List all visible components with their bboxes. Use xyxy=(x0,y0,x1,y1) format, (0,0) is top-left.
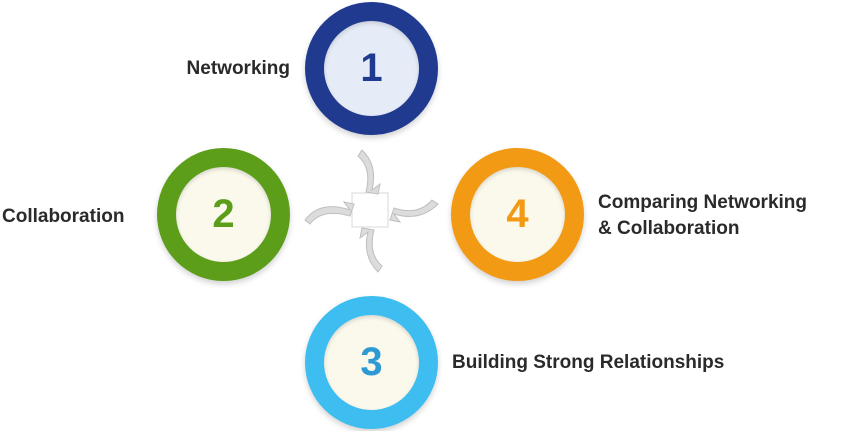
node-4-number: 4 xyxy=(506,192,529,236)
node-4-label: Comparing Networking & Collaboration xyxy=(598,190,807,242)
arrow-top xyxy=(357,149,381,195)
node-4-ring: 4 xyxy=(451,148,584,281)
node-2-number: 2 xyxy=(212,192,235,236)
node-1-label: Networking xyxy=(186,58,290,79)
node-3-inner: 3 xyxy=(324,315,419,410)
arrow-left xyxy=(304,201,355,225)
node-2-label: Collaboration xyxy=(2,206,125,227)
node-3-ring: 3 xyxy=(305,296,438,429)
node-3-label: Building Strong Relationships xyxy=(452,352,725,373)
arrow-right xyxy=(389,199,439,223)
center-square xyxy=(351,192,389,228)
arrow-bottom xyxy=(359,227,383,273)
node-3-number: 3 xyxy=(360,340,383,384)
node-2-inner: 2 xyxy=(176,167,271,262)
node-4-label-line2: & Collaboration xyxy=(598,218,740,239)
node-2-ring: 2 xyxy=(157,148,290,281)
node-4-label-line1: Comparing Networking xyxy=(598,192,808,213)
node-1-inner: 1 xyxy=(324,21,419,116)
node-1-ring: 1 xyxy=(305,2,438,135)
node-1-number: 1 xyxy=(360,46,383,90)
node-4-inner: 4 xyxy=(470,167,565,262)
